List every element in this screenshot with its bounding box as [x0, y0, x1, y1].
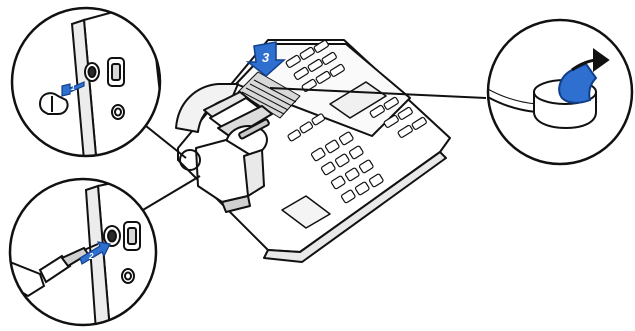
callout-remove-plug: 1: [12, 2, 165, 160]
step-1-label: 1: [71, 85, 75, 92]
callout-peel-adhesive: [486, 20, 632, 164]
step-3-label: 3: [262, 50, 270, 65]
callout-insert-jack: 2: [0, 172, 175, 331]
step-2-label: 2: [88, 252, 94, 261]
